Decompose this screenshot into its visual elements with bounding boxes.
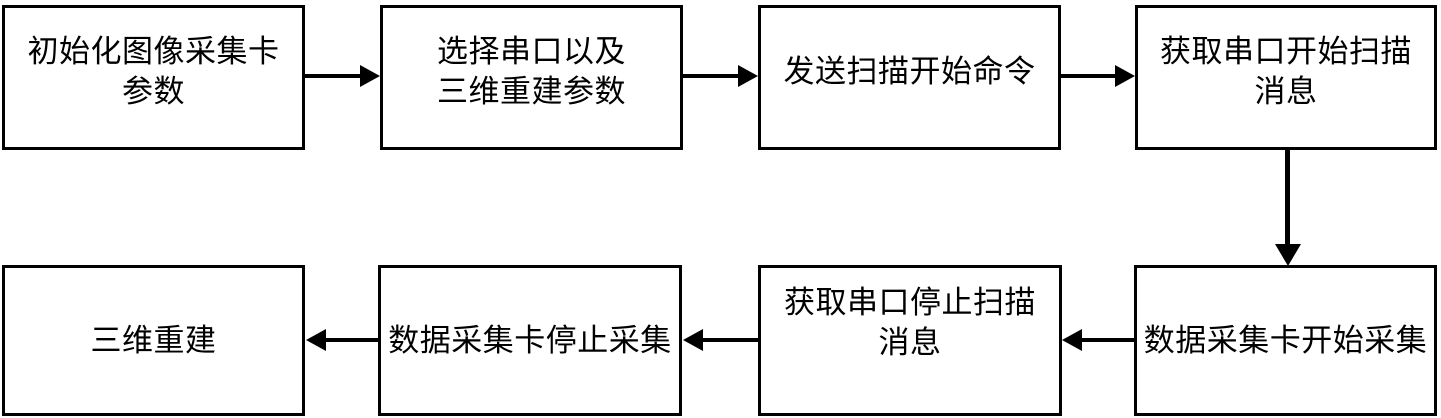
arrow-head-left-icon <box>306 329 326 351</box>
flow-node-receive-scan-start-message[interactable]: 获取串口开始扫描 消息 <box>1135 5 1437 150</box>
arrow-head-right-icon <box>1115 65 1135 87</box>
flow-node-send-scan-start-command[interactable]: 发送扫描开始命令 <box>758 5 1061 150</box>
arrow-head-down-icon <box>1275 244 1301 266</box>
flow-node-select-serial-and-recon-params[interactable]: 选择串口以及 三维重建参数 <box>380 5 683 150</box>
flow-edge-select-to-send-command <box>683 74 743 78</box>
flow-node-label: 初始化图像采集卡 参数 <box>27 33 280 109</box>
flow-node-label: 发送扫描开始命令 <box>783 53 1036 89</box>
flow-node-label: 获取串口停止扫描 消息 <box>784 284 1036 360</box>
flow-node-init-framegrabber-params[interactable]: 初始化图像采集卡 参数 <box>2 5 305 150</box>
flow-edge-daq-stop-to-reconstruction <box>323 338 379 342</box>
flow-node-label: 三维重建 <box>90 322 217 358</box>
flow-node-receive-scan-stop-message[interactable]: 获取串口停止扫描 消息 <box>758 265 1062 416</box>
arrow-head-left-icon <box>683 329 703 351</box>
flow-edge-daq-start-to-receive-stop <box>1079 338 1136 342</box>
flow-node-label: 选择串口以及 三维重建参数 <box>437 33 626 109</box>
flow-edge-send-command-to-receive-start <box>1061 74 1120 78</box>
flow-edge-receive-stop-to-daq-stop <box>700 338 758 342</box>
flow-node-label: 获取串口开始扫描 消息 <box>1160 33 1412 109</box>
flow-node-three-d-reconstruction[interactable]: 三维重建 <box>2 265 305 416</box>
flow-edge-receive-start-to-daq-start <box>1285 150 1290 247</box>
flow-node-daq-start-acquisition[interactable]: 数据采集卡开始采集 <box>1134 265 1437 416</box>
flow-edge-init-to-select <box>305 74 365 78</box>
flow-node-label: 数据采集卡停止采集 <box>388 322 672 358</box>
flow-node-label: 数据采集卡开始采集 <box>1143 322 1428 358</box>
flow-node-daq-stop-acquisition[interactable]: 数据采集卡停止采集 <box>378 265 682 416</box>
arrow-head-right-icon <box>738 65 758 87</box>
arrow-head-left-icon <box>1062 329 1082 351</box>
arrow-head-right-icon <box>360 65 380 87</box>
